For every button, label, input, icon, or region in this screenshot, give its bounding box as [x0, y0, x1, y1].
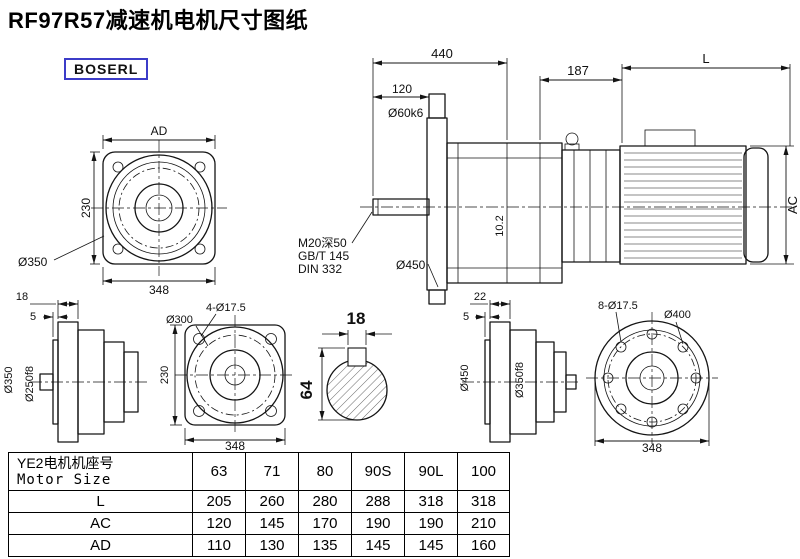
dim-230-label: 230 [159, 366, 171, 384]
motor-size-table: YE2电机机座号 Motor Size 63 71 80 90S 90L 100… [8, 452, 510, 557]
dim-bolt-circle-label: Ø300 [166, 314, 193, 326]
row-label: AD [8, 534, 193, 557]
view-assembly-side: 440 120 Ø60k6 187 L AC M20深50 GB/T 145 D… [298, 46, 800, 305]
view-motor-flange-front: 8-Ø17.5 Ø400 348 [586, 300, 718, 455]
view-gearbox-flange-front: 4-Ø17.5 Ø300 230 348 [159, 302, 295, 453]
table-cell: 260 [245, 490, 299, 513]
view-shaft-key-section: 18 64 [297, 309, 392, 421]
dim-348-label: 348 [642, 441, 662, 455]
dim-bolt-circle-label: Ø400 [664, 309, 691, 321]
table-cell: 145 [351, 534, 405, 557]
dim-348-label: 348 [225, 439, 245, 453]
dim-230-label: 230 [79, 198, 93, 218]
table-cell: 145 [245, 512, 299, 535]
table-col-header: 71 [245, 452, 299, 491]
dim-spigot-dia-label: Ø350f8 [514, 362, 526, 398]
table-cell: 280 [298, 490, 352, 513]
table-cell: 170 [298, 512, 352, 535]
table-cell: 205 [192, 490, 246, 513]
table-col-header: 90S [351, 452, 405, 491]
header-en: Motor Size [17, 471, 112, 488]
dim-spigot-dia-label: Ø250f8 [24, 366, 36, 402]
dim-shaft-dia-label: Ø60k6 [388, 106, 424, 120]
dim-440-label: 440 [431, 46, 453, 61]
table-cell: 120 [192, 512, 246, 535]
dim-ad-label: AD [151, 124, 168, 138]
table-cell: 190 [404, 512, 458, 535]
table-cell: 210 [457, 512, 510, 535]
lifting-eye [565, 132, 579, 146]
table-cell: 160 [457, 534, 510, 557]
table-cell: 130 [245, 534, 299, 557]
table-col-header: 100 [457, 452, 510, 491]
table-cell: 190 [351, 512, 405, 535]
table-cell: 135 [298, 534, 352, 557]
dim-L-label: L [702, 51, 709, 66]
dim-spigot-thickness-label: 5 [463, 311, 469, 323]
dim-key-height-label: 10.2 [494, 215, 506, 236]
table-row-L: L 205 260 280 288 318 318 [8, 490, 510, 513]
standard-2-label: DIN 332 [298, 262, 342, 276]
dim-120-label: 120 [392, 82, 412, 96]
tap-note-label: M20深50 [298, 236, 347, 250]
table-cell: 145 [404, 534, 458, 557]
dim-d350-label: Ø350 [18, 255, 48, 269]
table-col-header: 80 [298, 452, 352, 491]
view-output-flange-front: AD 230 Ø350 348 [18, 124, 227, 297]
dim-od-label: Ø350 [3, 367, 15, 394]
dim-bore-label: 64 [297, 380, 316, 399]
table-header-motor-size: YE2电机机座号 Motor Size [8, 452, 193, 491]
dim-bolt-holes-label: 4-Ø17.5 [206, 302, 246, 314]
dim-spigot-thickness-label: 5 [30, 311, 36, 323]
table-col-header: 63 [192, 452, 246, 491]
dim-flange-thickness-label: 22 [474, 291, 486, 303]
dim-od-label: Ø450 [459, 365, 471, 392]
dim-187-label: 187 [567, 63, 589, 78]
table-col-header: 90L [404, 452, 458, 491]
dim-348-label: 348 [149, 283, 169, 297]
table-row-AC: AC 120 145 170 190 190 210 [8, 512, 510, 535]
table-cell: 318 [457, 490, 510, 513]
header-cn: YE2电机机座号 [17, 454, 114, 471]
table-cell: 110 [192, 534, 246, 557]
table-cell: 318 [404, 490, 458, 513]
table-row-AD: AD 110 130 135 145 145 160 [8, 534, 510, 557]
brand-logo: BOSERL [64, 58, 149, 80]
dim-key-width-label: 18 [347, 309, 366, 328]
dim-d450-label: Ø450 [396, 258, 426, 272]
view-motor-flange-side: 22 5 Ø450 Ø350f8 [459, 291, 578, 443]
row-label: L [8, 490, 193, 513]
row-label: AC [8, 512, 193, 535]
standard-1-label: GB/T 145 [298, 249, 349, 263]
dim-flange-thickness-label: 18 [16, 291, 28, 303]
dim-bolt-holes-label: 8-Ø17.5 [598, 300, 638, 312]
view-output-flange-side: 18 5 Ø350 Ø250f8 [3, 291, 150, 443]
page-title: RF97R57减速机电机尺寸图纸 [8, 8, 309, 33]
table-cell: 288 [351, 490, 405, 513]
table-header-row: YE2电机机座号 Motor Size 63 71 80 90S 90L 100 [8, 452, 510, 491]
dim-AC-label: AC [785, 196, 800, 214]
